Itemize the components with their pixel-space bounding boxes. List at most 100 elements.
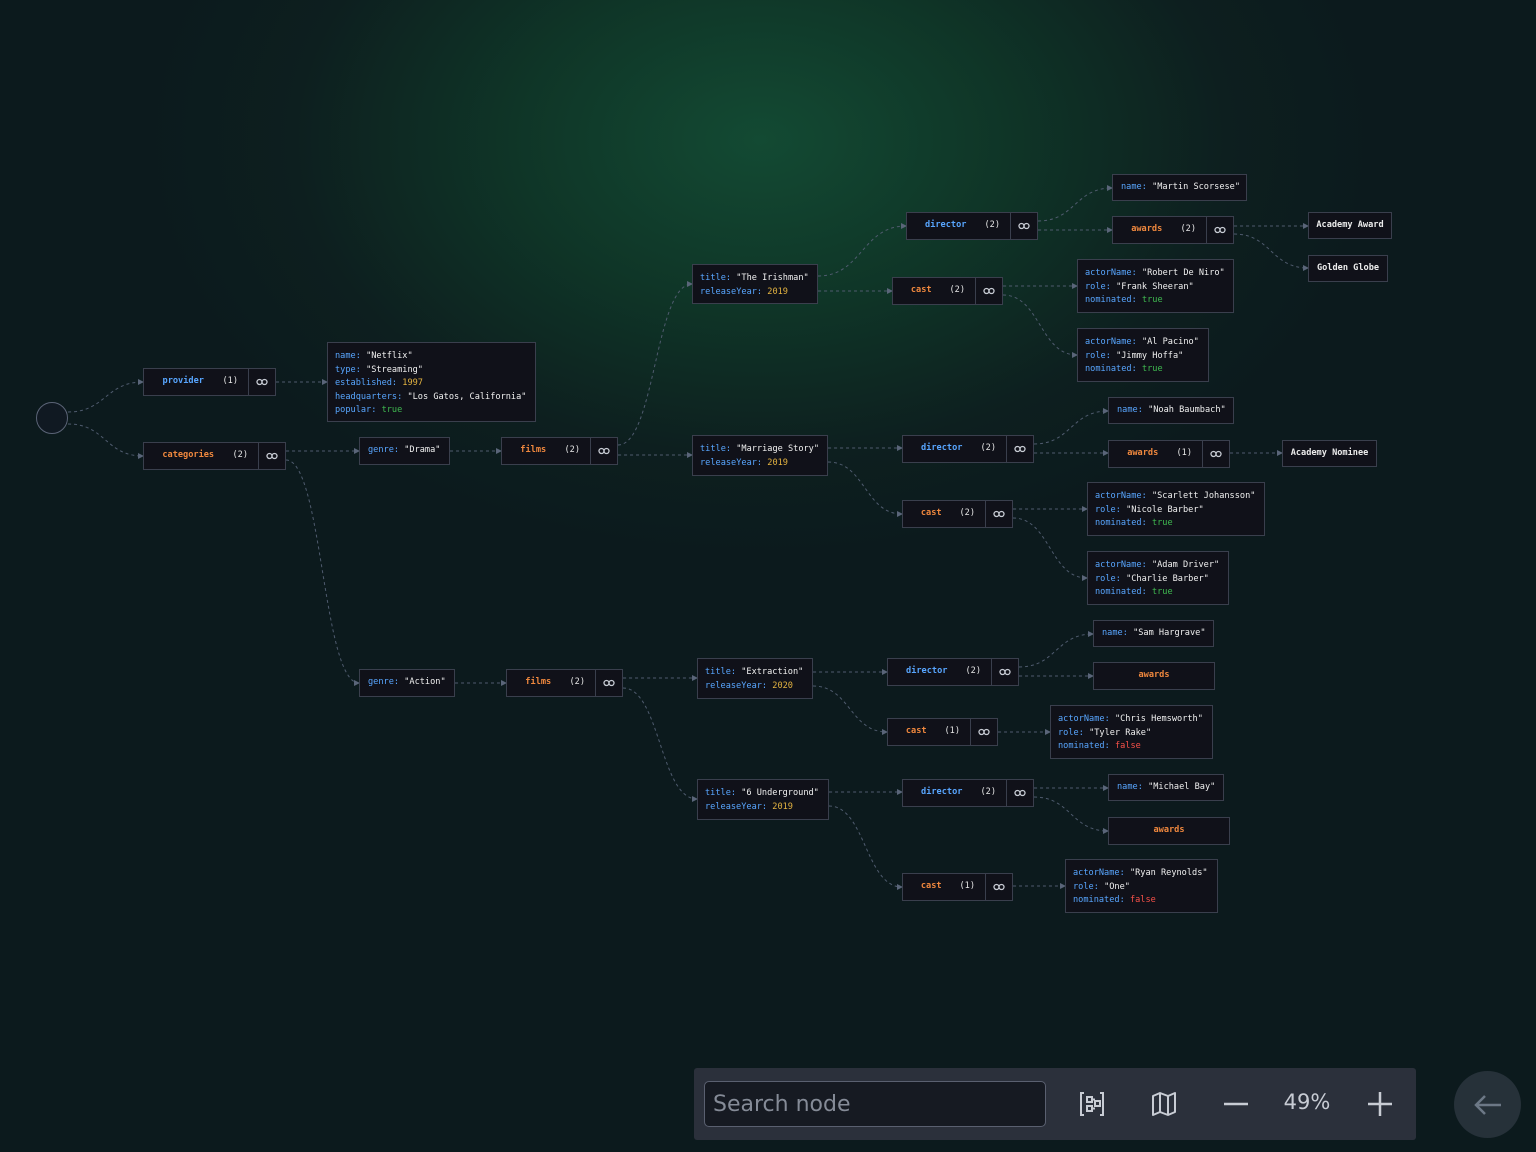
edge-connector: [285, 459, 360, 686]
key-label: name: [1117, 781, 1138, 792]
node-label: films: [520, 445, 547, 456]
node-name-bay[interactable]: name: "Michael Bay": [1108, 774, 1224, 801]
property-key: role: [1095, 573, 1116, 584]
child-count: (2): [980, 443, 996, 454]
node-actor-driver[interactable]: actorName: "Adam Driver"role: "Charlie B…: [1087, 551, 1229, 605]
node-actor-reynolds[interactable]: actorName: "Ryan Reynolds"role: "One"nom…: [1065, 859, 1218, 913]
node-cast-marriage[interactable]: cast (2): [902, 500, 1013, 528]
link-icon[interactable]: [248, 369, 275, 395]
colon: :: [1105, 350, 1117, 361]
node-label: films: [525, 677, 552, 688]
node-provider-details[interactable]: name: "Netflix"type: "Streaming"establis…: [327, 342, 536, 422]
node-awards-bay[interactable]: awards: [1108, 817, 1230, 845]
property-value: false: [1129, 895, 1156, 905]
node-categories[interactable]: categories (2): [143, 442, 286, 470]
node-film-extraction[interactable]: title: "Extraction"releaseYear: 2020: [697, 658, 813, 699]
link-icon[interactable]: [985, 874, 1012, 900]
search-node-input[interactable]: [704, 1081, 1046, 1127]
node-films-action[interactable]: films (2): [506, 669, 623, 697]
node-cast-extraction[interactable]: cast (1): [887, 718, 998, 746]
node-label: director: [925, 220, 967, 231]
property-value: "Al Pacino": [1141, 337, 1199, 347]
node-actor-hemsworth[interactable]: actorName: "Chris Hemsworth"role: "Tyler…: [1050, 705, 1213, 759]
link-icon[interactable]: [1006, 436, 1033, 462]
node-award-academy-award[interactable]: Academy Award: [1308, 212, 1392, 239]
property-row: nominated: false: [1073, 894, 1210, 908]
property-row: role: "Charlie Barber": [1095, 573, 1221, 587]
colon: :: [1137, 781, 1149, 792]
property-value: 1997: [402, 378, 423, 388]
property-key: nominated: [1058, 741, 1105, 751]
node-film-irishman[interactable]: title: "The Irishman"releaseYear: 2019: [692, 264, 818, 304]
property-value: 2019: [772, 801, 793, 812]
link-icon[interactable]: [975, 278, 1002, 304]
property-key: actorName: [1085, 337, 1132, 347]
property-value: "One": [1104, 881, 1130, 892]
link-icon[interactable]: [1206, 217, 1233, 243]
property-value: "Los Gatos, California": [407, 391, 527, 402]
property-key: role: [1095, 504, 1116, 515]
property-key: actorName: [1058, 714, 1105, 724]
property-key: role: [1085, 350, 1106, 361]
link-icon[interactable]: [991, 659, 1018, 685]
node-label: director: [921, 787, 963, 798]
node-director-marriage[interactable]: director (2): [902, 435, 1034, 463]
node-award-academy-nominee[interactable]: Academy Nominee: [1282, 440, 1377, 467]
edge-connector: [1018, 631, 1094, 668]
node-genre-action[interactable]: genre: "Action": [359, 669, 455, 697]
colon: :: [1115, 573, 1127, 584]
property-value: true: [1141, 364, 1163, 374]
colon: :: [391, 378, 403, 388]
node-actor-pacino[interactable]: actorName: "Al Pacino" role: "Jimmy Hoffa…: [1077, 328, 1209, 382]
node-director-extraction[interactable]: director (2): [887, 658, 1019, 686]
node-director-6-underground[interactable]: director (2): [902, 779, 1034, 807]
node-provider[interactable]: provider (1): [143, 368, 276, 396]
arrow-left-icon: [1473, 1094, 1501, 1115]
node-actor-johansson[interactable]: actorName: "Scarlett Johansson"role: "Ni…: [1087, 482, 1265, 536]
property-row: actorName: "Ryan Reynolds": [1073, 867, 1210, 881]
link-icon[interactable]: [1202, 441, 1229, 467]
child-count: (2): [949, 285, 965, 296]
colon: :: [730, 788, 742, 798]
zoom-in-button[interactable]: [1362, 1086, 1398, 1122]
key-label: name: [1121, 181, 1142, 192]
node-award-golden-globe[interactable]: Golden Globe: [1308, 255, 1388, 282]
node-awards-hargrave[interactable]: awards: [1093, 662, 1215, 690]
link-icon[interactable]: [1006, 780, 1033, 806]
node-actor-de-niro[interactable]: actorName: "Robert De Niro"role: "Frank …: [1077, 259, 1234, 313]
property-row: nominated: true: [1095, 586, 1221, 600]
property-value: 2019: [767, 457, 788, 468]
property-row: role: "Nicole Barber": [1095, 504, 1257, 518]
node-label: categories: [162, 450, 215, 461]
link-icon[interactable]: [258, 443, 285, 469]
node-film-6-underground[interactable]: title: "6 Underground"releaseYear: 2019: [697, 779, 829, 820]
node-genre-drama[interactable]: genre: "Drama": [359, 437, 450, 465]
property-row: nominated: true: [1085, 363, 1201, 377]
link-icon[interactable]: [590, 438, 617, 464]
map-icon[interactable]: [1146, 1086, 1182, 1122]
property-value: "Extraction": [741, 667, 804, 677]
back-button[interactable]: [1454, 1071, 1521, 1138]
link-icon[interactable]: [985, 501, 1012, 527]
link-icon[interactable]: [970, 719, 997, 745]
link-icon[interactable]: [1010, 213, 1037, 239]
edge-connector: [67, 379, 144, 413]
link-icon[interactable]: [595, 670, 622, 696]
node-director-irishman[interactable]: director (2): [906, 212, 1038, 240]
root-node[interactable]: [36, 402, 68, 434]
node-awards-scorsese[interactable]: awards (2): [1112, 216, 1234, 244]
node-name-hargrave[interactable]: name: "Sam Hargrave": [1093, 620, 1214, 647]
fit-view-icon[interactable]: [1074, 1086, 1110, 1122]
colon: :: [1141, 587, 1152, 597]
node-awards-baumbach[interactable]: awards (1): [1108, 440, 1230, 468]
node-films-drama[interactable]: films (2): [501, 437, 618, 465]
node-film-marriage-story[interactable]: title: "Marriage Story"releaseYear: 2019: [692, 435, 828, 476]
node-name-baumbach[interactable]: name: "Noah Baumbach": [1108, 397, 1234, 424]
colon: :: [355, 364, 367, 375]
zoom-out-button[interactable]: [1218, 1086, 1254, 1122]
node-cast-irishman[interactable]: cast (2): [892, 277, 1003, 305]
node-name-scorsese[interactable]: name: "Martin Scorsese": [1112, 174, 1247, 201]
property-row: role: "Jimmy Hoffa": [1085, 350, 1201, 364]
node-cast-6-underground[interactable]: cast (1): [902, 873, 1013, 901]
